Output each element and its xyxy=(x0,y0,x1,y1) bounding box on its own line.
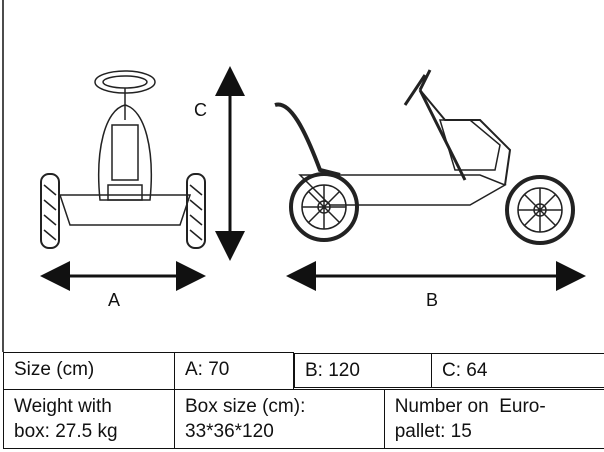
dimension-label-c: C xyxy=(194,100,207,120)
kart-drawings xyxy=(2,0,586,352)
dimension-label-b: B xyxy=(426,290,439,310)
pallet-cell: Number on Euro-pallet: 15 xyxy=(383,389,604,449)
specifications-table: Size (cm) A: 70 B: 120 C: 64 Weight with… xyxy=(3,352,604,449)
size-label: Size (cm) xyxy=(3,352,175,390)
size-c: C: 64 xyxy=(431,352,604,388)
size-b: B: 120 xyxy=(294,352,432,388)
kart-front-view xyxy=(40,70,206,249)
kart-side-view xyxy=(274,69,575,245)
size-row: Size (cm) A: 70 B: 120 C: 64 xyxy=(3,352,604,390)
box-size-cell: Box size (cm):33*36*120 xyxy=(174,389,385,449)
dimension-diagram: A C B xyxy=(2,0,586,352)
size-a: A: 70 xyxy=(174,352,294,390)
dimension-label-a: A xyxy=(108,290,121,310)
